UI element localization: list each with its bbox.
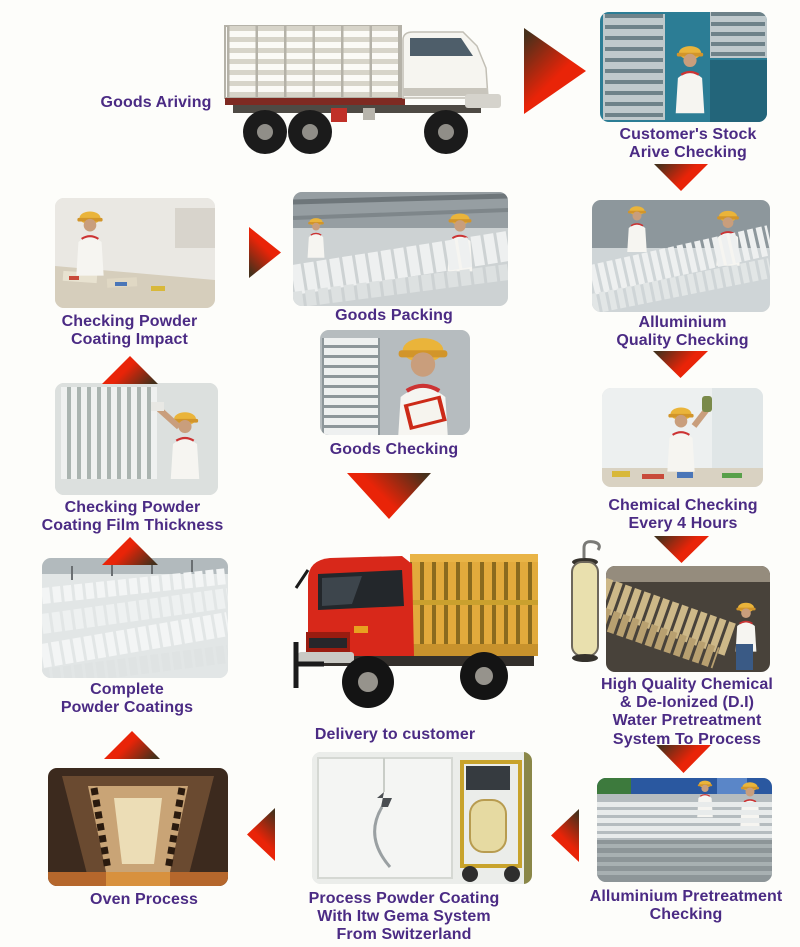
label-alluminium-quality-checking: Alluminium Quality Checking [616,314,749,350]
label-oven-process: Oven Process [90,891,198,908]
worker-figure [306,217,326,258]
worker-figure [626,205,648,252]
label-goods-arriving: Goods Ariving [100,94,212,111]
label-checking-impact: Checking Powder Coating Impact [61,313,198,349]
arrow-goods-arriving-to-stock-checking [524,28,586,114]
label-goods-packing: Goods Packing [335,307,453,324]
worker-figure [75,210,105,276]
label-water-pretreatment-system: High Quality Chemical & De-Ionized (D.I)… [601,676,773,748]
arrow-complete-coatings-to-film-thickness [102,537,158,565]
red-delivery-truck-image [262,526,548,714]
photo-goods-packing [293,192,508,306]
photo-process-powder-coating [312,752,532,884]
label-goods-checking: Goods Checking [329,441,459,458]
white-cargo-truck-image [213,10,513,162]
arrow-stock-to-quality-checking [654,164,708,191]
arrow-pretreatment-checking-to-powder-coating [551,809,579,862]
arrow-powder-coating-to-oven [247,808,275,861]
arrow-impact-to-goods-packing [249,227,281,278]
arrow-oven-to-complete-coatings [104,731,160,759]
photo-customer-stock-checking [600,12,767,122]
photo-complete-powder-coatings [42,558,228,678]
label-chemical-checking: Chemical Checking Every 4 Hours [608,497,758,533]
thickness-gauge [151,402,164,411]
chemical-bottle [702,396,712,412]
photo-oven-process [48,768,228,886]
arrow-goods-checking-to-delivery [347,473,431,519]
photo-alluminium-pretreatment-checking [597,778,772,882]
arrow-quality-to-chemical-checking [653,351,708,378]
label-process-powder-coating: Process Powder Coating With Itw Gema Sys… [308,890,500,944]
label-delivery-to-customer: Delivery to customer [314,726,476,743]
red-clipboard [403,395,447,430]
label-alluminium-pretreatment-checking: Alluminium Pretreatment Checking [589,888,783,924]
label-checking-film-thickness: Checking Powder Coating Film Thickness [41,499,224,535]
powder-tank [469,799,507,853]
label-customer-stock-arrive-checking: Customer's Stock Arive Checking [619,126,757,162]
arrow-chemical-to-pretreatment-system [654,536,709,563]
water-filter-cylinder [562,538,610,670]
photo-water-pretreatment-system [606,566,770,672]
photo-alluminium-quality-checking [592,200,770,312]
photo-chemical-checking [602,388,763,487]
arrow-pretreatment-system-to-pretreatment-checking [656,745,711,773]
arrow-film-thickness-to-impact [102,356,158,384]
photo-goods-checking [320,330,470,435]
spray-gun [377,792,392,807]
worker-figure [666,406,696,472]
label-complete-powder-coatings: Complete Powder Coatings [60,681,194,717]
photo-checking-film-thickness [55,383,218,495]
photo-checking-impact [55,198,215,308]
worker-figure [674,44,706,114]
